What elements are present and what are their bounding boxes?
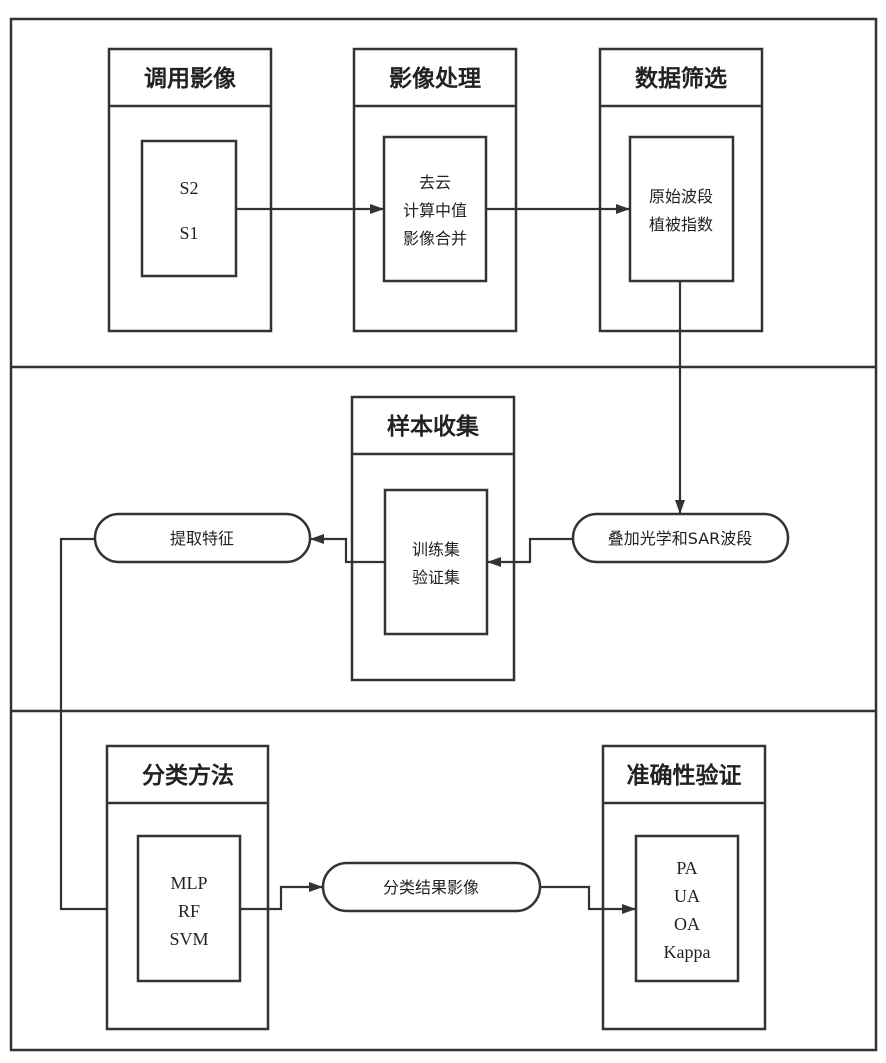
stage-title: 分类方法 [142, 762, 234, 789]
stage-title: 数据筛选 [635, 65, 727, 92]
stage-inner-box [634, 834, 740, 983]
terminal-label: 叠加光学和SAR波段 [608, 529, 753, 548]
stage-line: S2 [179, 178, 198, 198]
connector-features-to-methods [59, 537, 138, 914]
stage-line: 验证集 [412, 568, 460, 587]
stage-inner-box [628, 135, 735, 283]
stage-line: S1 [179, 223, 198, 243]
stage-title: 样本收集 [387, 413, 480, 440]
connector-stack-to-samples [487, 537, 573, 567]
connector-result-to-validation [540, 885, 636, 914]
stage-sample-collection[interactable]: 样本收集 训练集 验证集 [350, 395, 516, 682]
terminal-label: 分类结果影像 [383, 878, 479, 897]
connector-methods-to-result [240, 882, 323, 911]
stage-line: Kappa [664, 942, 711, 962]
stage-inner-box [383, 488, 489, 636]
terminal-label: 提取特征 [170, 529, 234, 548]
stage-title: 调用影像 [144, 65, 237, 92]
terminal-extract-features[interactable]: 提取特征 [93, 512, 312, 564]
stage-line: 去云 [419, 173, 451, 192]
terminal-stack-bands[interactable]: 叠加光学和SAR波段 [571, 512, 790, 564]
outer-frame [9, 17, 878, 1052]
stage-title: 准确性验证 [627, 762, 742, 789]
stage-line: UA [674, 886, 700, 906]
stage-line: PA [676, 858, 697, 878]
connector-samples-to-features [310, 534, 385, 564]
stage-inner-box [136, 834, 242, 983]
stage-line: RF [178, 901, 200, 921]
stage-line: SVM [169, 929, 208, 949]
stage-classification-methods[interactable]: 分类方法 MLP RF SVM [105, 744, 270, 1031]
stage-line: OA [674, 914, 700, 934]
stage-line: 植被指数 [649, 215, 713, 234]
stage-line: 训练集 [412, 540, 460, 559]
stage-title: 影像处理 [389, 65, 481, 92]
stage-accuracy-validation[interactable]: 准确性验证 PA UA OA Kappa [601, 744, 767, 1031]
stage-line: 计算中值 [403, 201, 467, 220]
stage-image-processing[interactable]: 影像处理 去云 计算中值 影像合并 [352, 47, 518, 333]
stage-line: MLP [170, 873, 207, 893]
stage-load-imagery[interactable]: 调用影像 S2 S1 [107, 47, 273, 333]
stage-line: 原始波段 [649, 187, 713, 206]
terminal-classification-result[interactable]: 分类结果影像 [321, 861, 542, 913]
stage-line: 影像合并 [403, 229, 467, 248]
stage-inner-box [140, 139, 238, 278]
